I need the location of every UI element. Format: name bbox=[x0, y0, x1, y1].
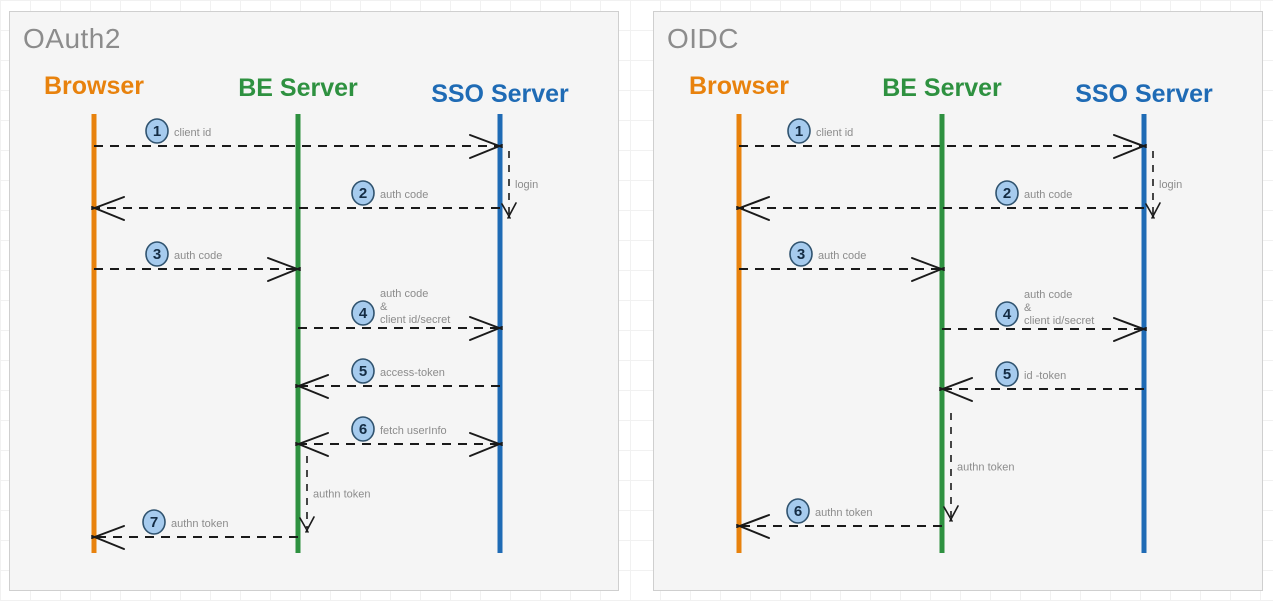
self-loop-login-label: login bbox=[515, 179, 538, 191]
self-arrowhead-icon bbox=[305, 516, 315, 533]
message-4-badge bbox=[995, 301, 1019, 327]
arrowhead-icon bbox=[1113, 327, 1147, 342]
message-3-badge-number: 3 bbox=[797, 246, 805, 263]
arrowhead-icon bbox=[267, 257, 301, 271]
message-1-label: client id bbox=[816, 127, 853, 139]
message-1-badge-number: 1 bbox=[153, 123, 161, 140]
oauth2-sequence-diagram: 1 client id 2 auth code 3 auth code 4 auth code… bbox=[91, 114, 538, 553]
oidc-panel: OIDC Browser BE Server SSO Server 1 client … bbox=[653, 11, 1263, 591]
message-3-label: auth code bbox=[818, 250, 866, 262]
arrowhead-icon bbox=[736, 206, 770, 221]
actor-header-be-server: BE Server bbox=[882, 74, 1002, 102]
arrowhead-icon bbox=[469, 316, 503, 330]
arrowhead-icon bbox=[295, 432, 329, 446]
oauth2-panel: OAuth2 Browser BE Server SSO Server 1 clien… bbox=[9, 11, 619, 591]
message-5-label: access-token bbox=[380, 367, 445, 379]
message-2-badge-number: 2 bbox=[359, 185, 367, 202]
message-4-label: auth code bbox=[380, 288, 428, 300]
message-5-label: id -token bbox=[1024, 370, 1066, 382]
message-6-label: fetch userInfo bbox=[380, 425, 447, 437]
message-6-badge-number: 6 bbox=[794, 503, 802, 520]
message-6-badge bbox=[351, 416, 375, 442]
message-1-badge bbox=[145, 118, 169, 144]
actor-header-browser: Browser bbox=[688, 72, 790, 100]
panel-title-oauth2: OAuth2 bbox=[23, 23, 121, 54]
arrowhead-icon bbox=[295, 374, 329, 388]
message-4-label: & bbox=[380, 301, 388, 313]
actor-header-sso-server: SSO Server bbox=[431, 80, 569, 108]
arrowhead-icon bbox=[91, 525, 125, 539]
self-loop-login-label: login bbox=[1159, 179, 1182, 191]
actor-header-browser: Browser bbox=[43, 72, 145, 100]
arrowhead-icon bbox=[295, 442, 329, 457]
message-6-badge bbox=[786, 498, 810, 524]
message-4-label: & bbox=[1024, 302, 1032, 314]
self-loop-authn-token-label: authn token bbox=[313, 489, 371, 501]
message-4-label: client id/secret bbox=[380, 314, 450, 326]
arrowhead-icon bbox=[1113, 134, 1147, 148]
message-6-label: authn token bbox=[815, 507, 873, 519]
arrowhead-icon bbox=[469, 326, 503, 341]
self-arrowhead-icon bbox=[1151, 202, 1161, 219]
arrowhead-icon bbox=[911, 257, 945, 271]
message-2-badge-number: 2 bbox=[1003, 185, 1011, 202]
arrowhead-icon bbox=[91, 196, 125, 210]
message-5-badge bbox=[351, 358, 375, 384]
arrowhead-icon bbox=[469, 432, 503, 446]
arrowhead-icon bbox=[1113, 317, 1147, 331]
arrowhead-icon bbox=[267, 267, 301, 282]
message-1-label: client id bbox=[174, 127, 211, 139]
message-7-badge bbox=[142, 509, 166, 535]
arrowhead-icon bbox=[469, 134, 503, 148]
panel-title-oidc: OIDC bbox=[667, 23, 739, 54]
self-arrowhead-icon bbox=[949, 505, 959, 522]
arrowhead-icon bbox=[911, 267, 945, 282]
message-7-label: authn token bbox=[171, 518, 229, 530]
message-5-badge bbox=[995, 361, 1019, 387]
arrowhead-icon bbox=[1113, 144, 1147, 159]
message-4-badge-number: 4 bbox=[1003, 306, 1012, 323]
message-2-label: auth code bbox=[380, 189, 428, 201]
message-3-badge-number: 3 bbox=[153, 246, 161, 263]
message-3-badge bbox=[145, 241, 169, 267]
message-4-badge bbox=[351, 300, 375, 326]
actor-header-sso-server: SSO Server bbox=[1075, 80, 1213, 108]
arrowhead-icon bbox=[736, 196, 770, 210]
message-7-badge-number: 7 bbox=[150, 514, 158, 531]
arrowhead-icon bbox=[91, 206, 125, 221]
arrowhead-icon bbox=[736, 524, 770, 539]
arrowhead-icon bbox=[939, 377, 973, 391]
message-5-badge-number: 5 bbox=[359, 363, 367, 380]
message-4-label: client id/secret bbox=[1024, 315, 1094, 327]
message-2-badge bbox=[995, 180, 1019, 206]
message-1-badge-number: 1 bbox=[795, 123, 803, 140]
arrowhead-icon bbox=[469, 442, 503, 457]
actor-header-be-server: BE Server bbox=[238, 74, 358, 102]
message-5-badge-number: 5 bbox=[1003, 366, 1011, 383]
message-1-badge bbox=[787, 118, 811, 144]
arrowhead-icon bbox=[91, 535, 125, 550]
self-arrowhead-icon bbox=[507, 202, 517, 219]
arrowhead-icon bbox=[469, 144, 503, 159]
self-loop-authn-token-label: authn token bbox=[957, 462, 1015, 474]
message-4-badge-number: 4 bbox=[359, 305, 368, 322]
message-2-label: auth code bbox=[1024, 189, 1072, 201]
arrowhead-icon bbox=[295, 384, 329, 399]
message-3-label: auth code bbox=[174, 250, 222, 262]
oidc-sequence-diagram: 1 client id 2 auth code 3 auth code 4 auth code… bbox=[736, 114, 1182, 553]
arrowhead-icon bbox=[939, 387, 973, 402]
message-6-badge-number: 6 bbox=[359, 421, 367, 438]
arrowhead-icon bbox=[736, 514, 770, 528]
message-4-label: auth code bbox=[1024, 289, 1072, 301]
message-3-badge bbox=[789, 241, 813, 267]
message-2-badge bbox=[351, 180, 375, 206]
